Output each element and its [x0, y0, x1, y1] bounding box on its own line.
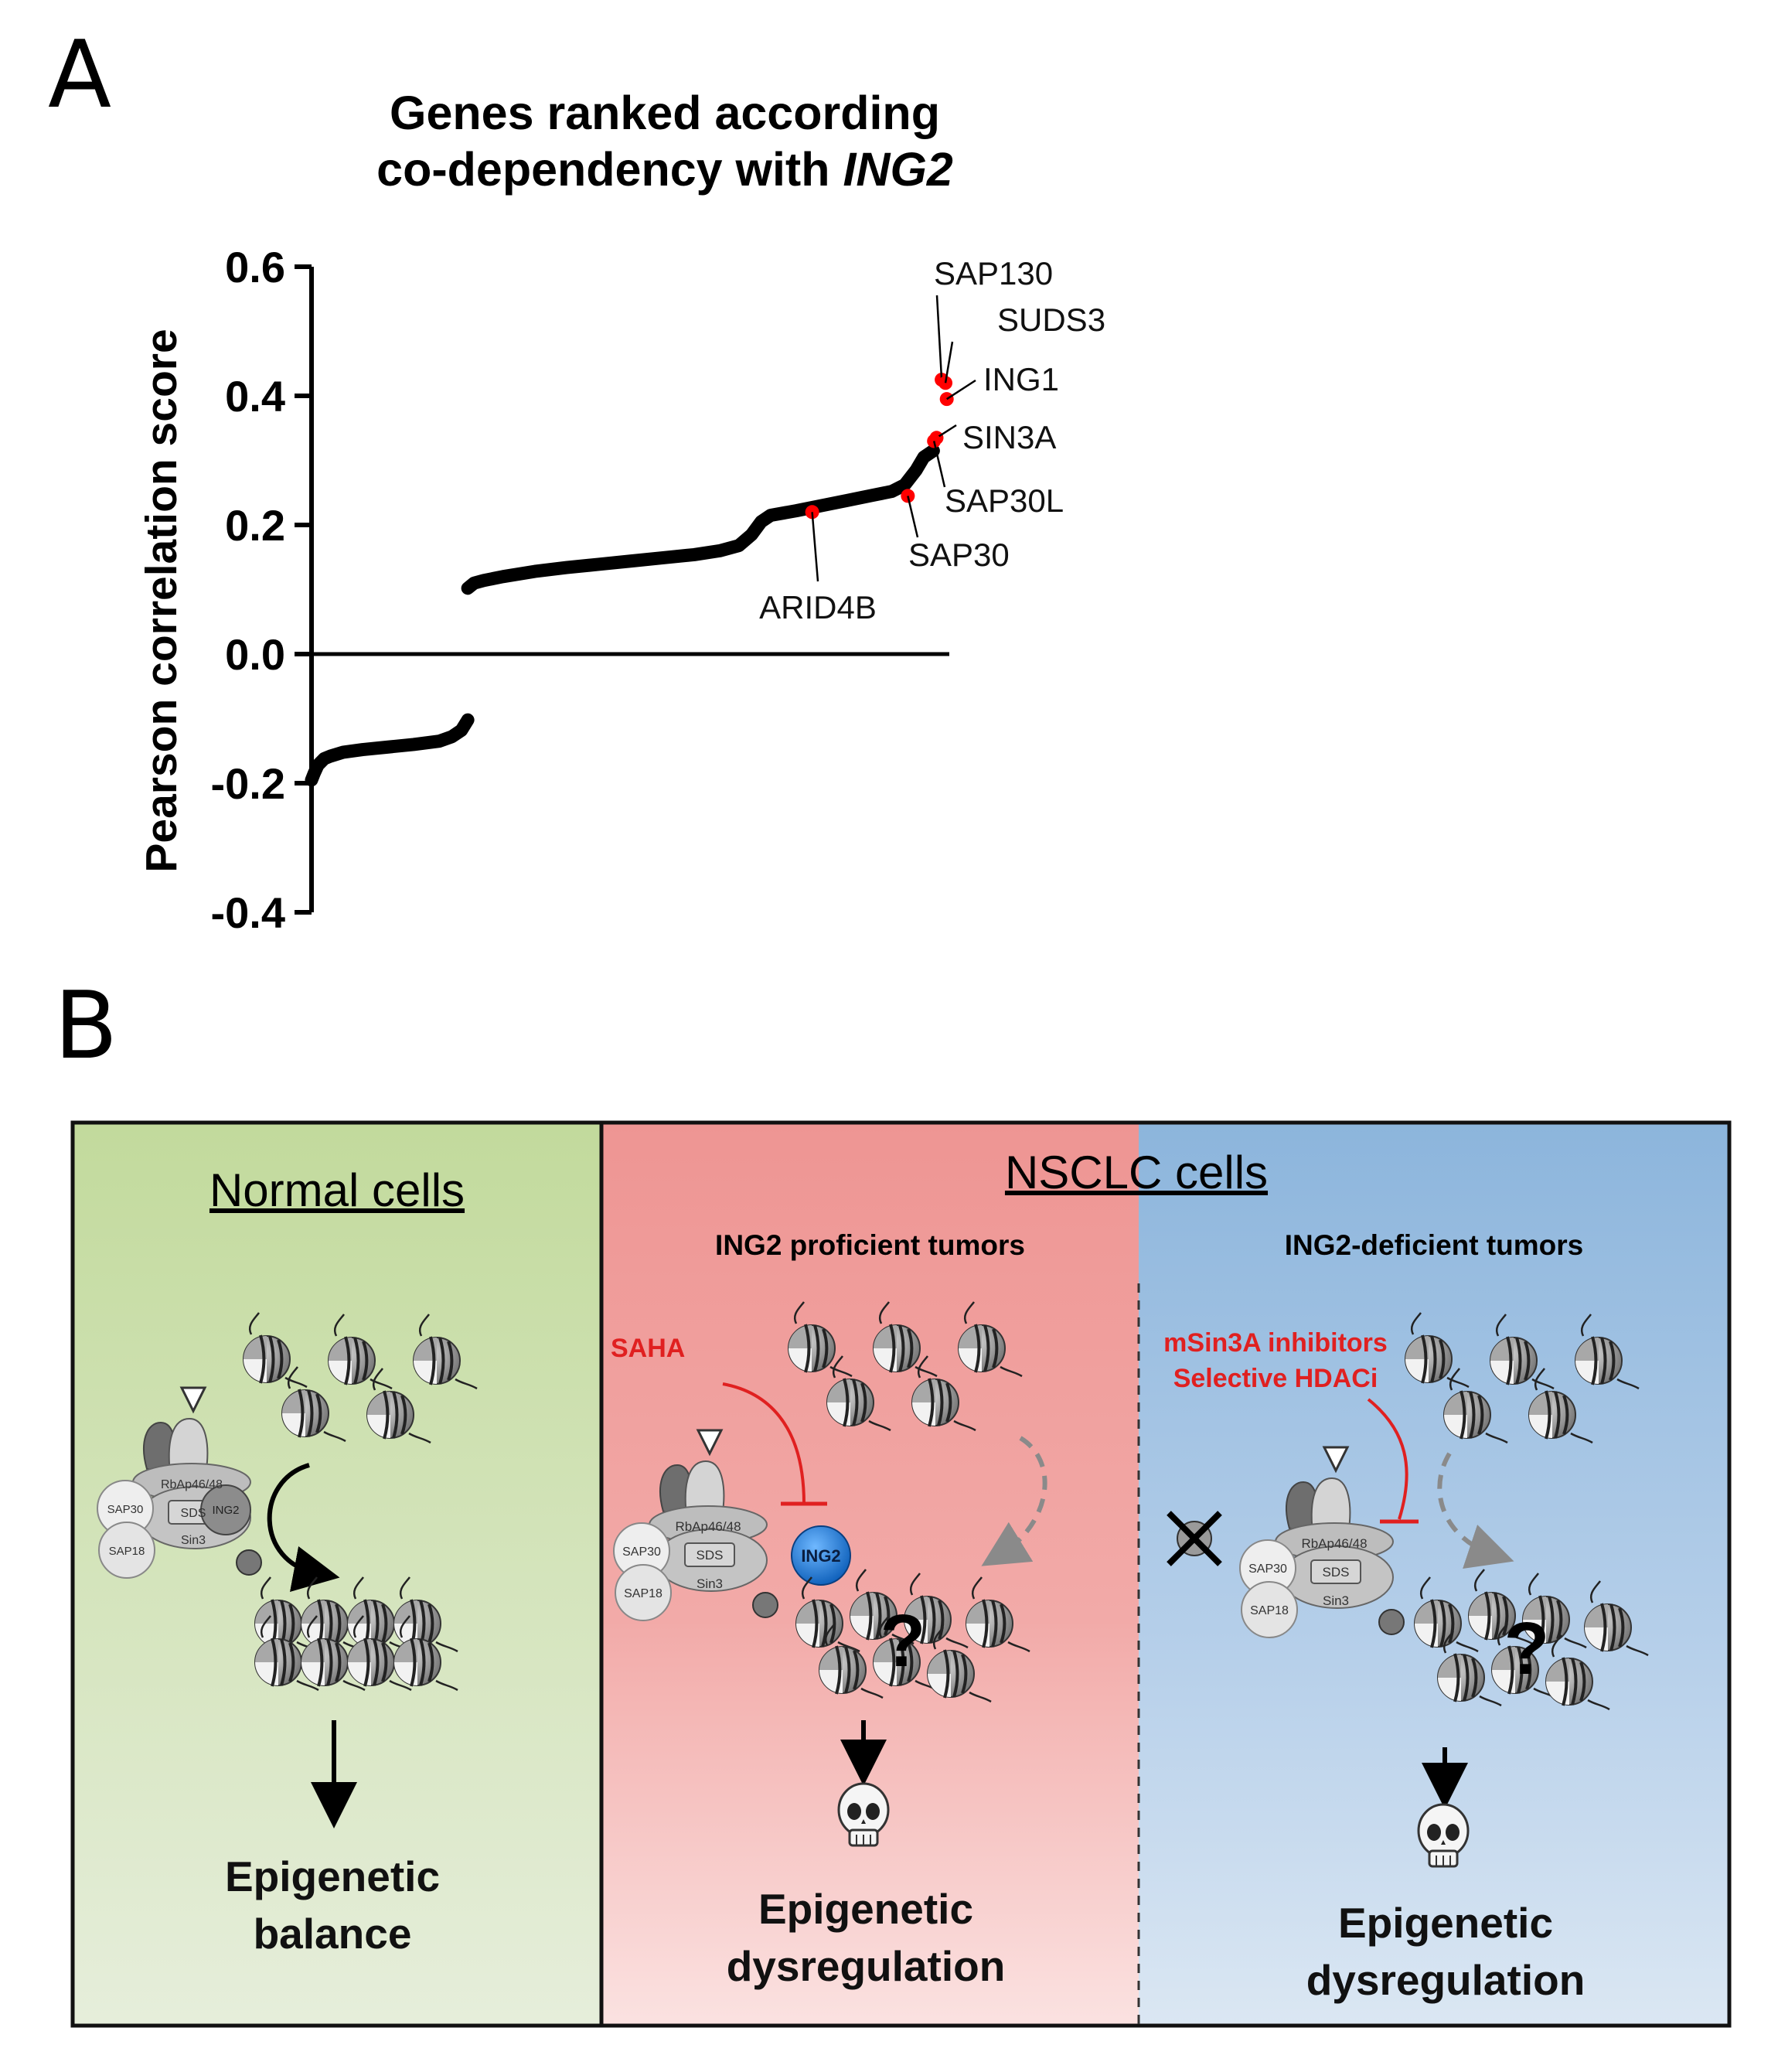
- y-tick-label: -0.2: [211, 759, 286, 808]
- sin3-label: Sin3: [1323, 1593, 1349, 1608]
- y-tick-label: 0.2: [225, 501, 285, 550]
- callout-line: [935, 424, 957, 439]
- proficient-outcome-line2: dysregulation: [726, 1942, 1006, 1991]
- ing2-protein-label: ING2: [801, 1546, 840, 1566]
- missing-ing2-icon: [1167, 1511, 1222, 1566]
- y-tick-label: -0.4: [211, 888, 286, 937]
- sds-label: SDS: [1323, 1565, 1350, 1580]
- y-axis: -0.4 -0.2 0.0 0.2 0.4 0.6: [211, 243, 949, 937]
- chart-title-gene: ING2: [843, 143, 953, 196]
- negative-correlation-series: [305, 713, 475, 787]
- sin3-label: Sin3: [697, 1576, 723, 1591]
- y-axis-label: Pearson correlation score: [137, 329, 186, 872]
- deficient-sin3-complex: RbAp46/48 SAP30 SDS SAP18 Sin3: [1238, 1446, 1405, 1639]
- gene-label: ING1: [983, 361, 1059, 397]
- deficient-heading: ING2-deficient tumors: [1284, 1229, 1584, 1261]
- panel-a-label: A: [48, 22, 112, 129]
- deficient-tumors-background: [1139, 1123, 1729, 2026]
- nsclc-cells-heading: NSCLC cells: [1004, 1147, 1269, 1198]
- proficient-outcome: Epigenetic dysregulation: [696, 1880, 1036, 1995]
- gene-label: SUDS3: [997, 302, 1105, 338]
- callout-line: [932, 441, 946, 488]
- chart-title-line2: co-dependency with ING2: [294, 141, 1036, 198]
- rbap-label: RbAp46/48: [161, 1478, 223, 1491]
- proficient-outcome-line1: Epigenetic: [758, 1885, 974, 1933]
- deficient-outcome-line1: Epigenetic: [1337, 1899, 1554, 1947]
- normal-cells-heading: Normal cells: [209, 1164, 465, 1216]
- sap30-label: SAP30: [107, 1503, 144, 1516]
- gene-label: SIN3A: [962, 419, 1056, 455]
- inhibitor-line: [1367, 1398, 1408, 1520]
- callout-line: [946, 379, 976, 400]
- callout-line: [907, 496, 919, 538]
- y-tick-label: 0.4: [225, 372, 285, 421]
- proficient-sin3-complex: RbAp46/48 SAP30 SDS SAP18 Sin3: [612, 1429, 779, 1622]
- gene-label: SAP30L: [945, 482, 1064, 519]
- deficient-outcome: Epigenetic dysregulation: [1276, 1894, 1616, 2009]
- sds-label: SDS: [181, 1507, 206, 1520]
- panel-b-label: B: [54, 973, 118, 1080]
- sap18-label: SAP18: [109, 1545, 145, 1558]
- ing2-label: ING2: [212, 1504, 239, 1517]
- proficient-heading: ING2 proficient tumors: [715, 1229, 1025, 1261]
- chart-title-line1: Genes ranked according: [390, 87, 940, 139]
- chart-title: Genes ranked according co-dependency wit…: [294, 85, 1036, 198]
- gene-label: ARID4B: [759, 589, 877, 625]
- correlation-chart: Pearson correlation score -0.4 -0.2 0.0 0.2…: [137, 243, 1105, 937]
- callout-line: [935, 295, 943, 380]
- normal-sin3-complex: RbAp46/48 SAP30 SDS SAP18 Sin3 ING2: [96, 1386, 263, 1580]
- sin3-label: Sin3: [181, 1534, 206, 1547]
- deficient-drug-labels: mSin3A inhibitors Selective HDACi: [1136, 1326, 1415, 1397]
- rbap-label: RbAp46/48: [1301, 1536, 1367, 1551]
- sds-label: SDS: [697, 1548, 724, 1563]
- msin3a-inhibitors-label: mSin3A inhibitors: [1163, 1328, 1388, 1358]
- proficient-question-mark: ?: [880, 1600, 926, 1682]
- normal-compaction-arrow: [267, 1463, 340, 1592]
- saha-label: SAHA: [611, 1334, 686, 1363]
- saha-inhibition-line: [722, 1382, 806, 1505]
- y-tick-label: 0.0: [225, 630, 285, 679]
- deficient-outcome-line2: dysregulation: [1306, 1956, 1586, 2005]
- panel-b-frame: [70, 1120, 1732, 2028]
- deficient-question-mark: ?: [1504, 1607, 1550, 1690]
- sap30-label: SAP30: [1248, 1563, 1287, 1576]
- y-tick-label: 0.6: [225, 243, 285, 291]
- ing2-subunit: [200, 1484, 251, 1535]
- gene-label: SAP30: [908, 537, 1010, 573]
- callout-line: [811, 512, 819, 582]
- callout-line: [944, 341, 954, 383]
- sap30-label: SAP30: [622, 1545, 661, 1559]
- sap18-label: SAP18: [624, 1587, 662, 1600]
- selective-hdaci-label: Selective HDACi: [1173, 1363, 1378, 1393]
- rbap-label: RbAp46/48: [675, 1519, 741, 1534]
- gene-label: SAP130: [934, 255, 1053, 291]
- ranked-gene-curve: [305, 444, 940, 787]
- positive-correlation-series: [461, 444, 940, 595]
- sap18-label: SAP18: [1250, 1604, 1289, 1617]
- ing2-protein: [791, 1525, 851, 1586]
- normal-outcome: Epigenetic balance: [178, 1848, 487, 1963]
- normal-outcome-line1: Epigenetic: [224, 1852, 441, 1900]
- chart-title-line2-prefix: co-dependency with: [376, 143, 843, 196]
- proficient-dashed-arrow: [981, 1436, 1047, 1566]
- normal-outcome-line2: balance: [253, 1910, 412, 1958]
